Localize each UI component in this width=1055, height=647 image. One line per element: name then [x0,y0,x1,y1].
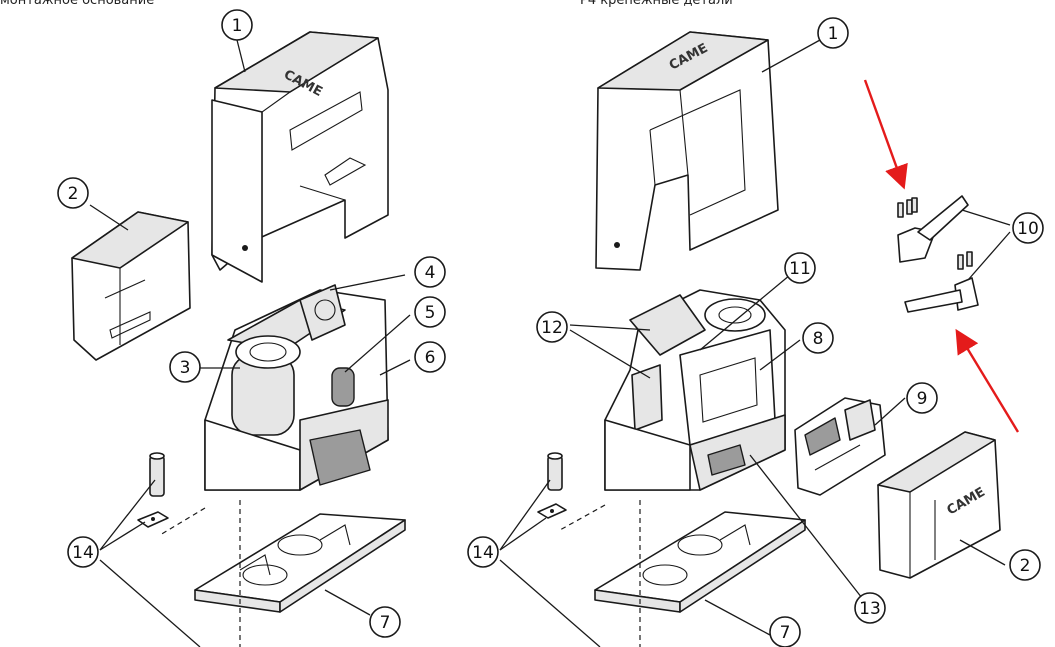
callout-4: 4 [414,256,446,288]
svg-text:4: 4 [425,263,436,283]
svg-text:9: 9 [917,389,928,409]
base-plate-left [194,513,406,613]
callout-1-left: 1 [221,9,253,41]
svg-text:8: 8 [813,329,824,349]
svg-text:2: 2 [1020,556,1031,576]
callout-14-left: 14 [67,536,99,568]
callout-14-right: 14 [467,536,499,568]
red-arrow-top [863,79,908,190]
cover-right: CAME [595,31,779,271]
svg-text:6: 6 [425,348,436,368]
callout-8: 8 [802,322,834,354]
svg-text:1: 1 [828,24,839,44]
callout-2-left: 2 [57,177,89,209]
svg-text:12: 12 [541,318,563,338]
svg-text:14: 14 [472,543,494,563]
callout-3: 3 [169,351,201,383]
callout-11: 11 [784,252,816,284]
svg-text:1: 1 [232,16,243,36]
anchor-parts-right [537,452,567,519]
side-panel-right: CAME [877,431,1001,579]
callout-9: 9 [906,382,938,414]
svg-text:11: 11 [789,259,811,279]
base-plate-right [594,511,806,613]
red-arrow-bottom [955,328,1020,433]
callout-7-left: 7 [369,606,401,638]
svg-text:10: 10 [1017,219,1039,239]
limit-switch-brackets [897,195,979,313]
control-board-right [794,397,886,496]
callout-7-right: 7 [769,616,801,647]
callout-6: 6 [414,341,446,373]
callout-12: 12 [536,311,568,343]
svg-text:7: 7 [780,623,791,643]
svg-text:13: 13 [859,599,881,619]
callout-1-right: 1 [817,17,849,49]
callout-2-right: 2 [1009,549,1041,581]
right-caption: Р4 крепежные детали [580,0,733,8]
svg-text:7: 7 [380,613,391,633]
left-caption: монтажное основание [0,0,155,8]
gearmotor-left [204,284,389,491]
anchor-parts-left [137,452,169,528]
svg-text:2: 2 [68,184,79,204]
svg-text:5: 5 [425,303,436,323]
svg-text:3: 3 [180,358,191,378]
callout-13: 13 [854,592,886,624]
callout-10: 10 [1012,212,1044,244]
front-panel-left [71,211,191,361]
gearmotor-right [604,289,786,491]
svg-text:14: 14 [72,543,94,563]
cover-left: CAME [211,31,389,283]
callout-5: 5 [414,296,446,328]
